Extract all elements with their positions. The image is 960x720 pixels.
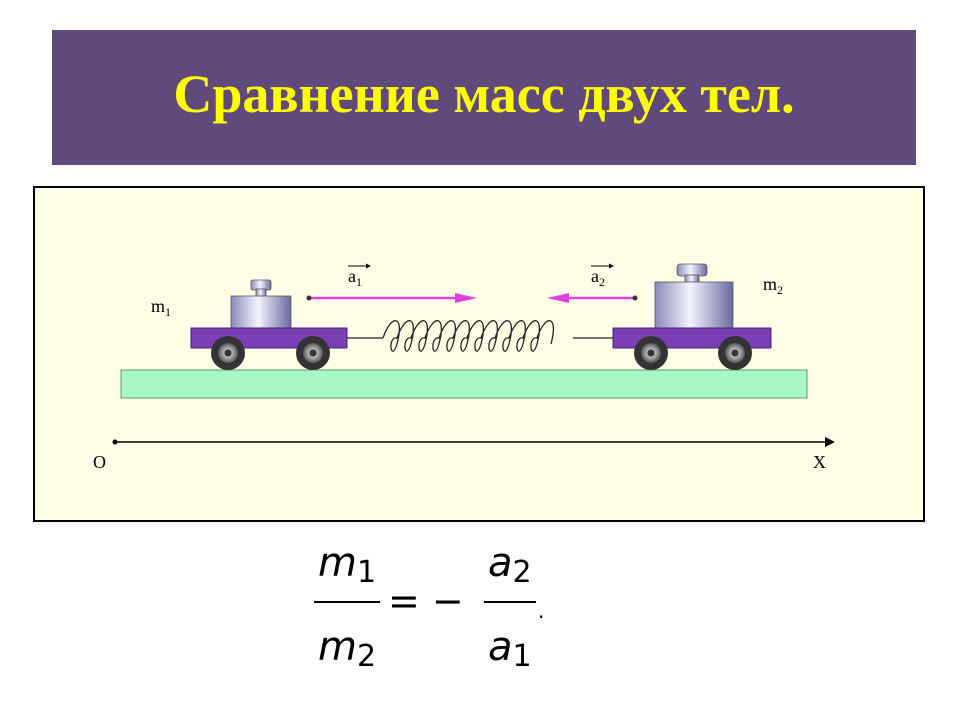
cart-1-wheel-right-hub: [309, 349, 317, 357]
cart-2-weight-knob: [676, 263, 708, 277]
cart-2-wheel-right-hub: [731, 349, 739, 357]
formula-numerator-right: a2: [488, 540, 532, 590]
cart-1-weight-knob: [250, 279, 272, 291]
title-bar: Сравнение масс двух тел.: [52, 30, 916, 165]
accel-2-overline-head: [609, 263, 614, 269]
slide-title: Сравнение масс двух тел.: [173, 64, 795, 124]
mass-ratio-formula: m1 m2 = − a2 a1 .: [300, 528, 580, 708]
arrow-1-head: [455, 293, 477, 303]
formula-end-mark: .: [538, 599, 544, 623]
mass-2-label: m2: [763, 274, 783, 297]
x-axis-label: X: [813, 452, 826, 472]
arrow-2-head: [547, 293, 569, 303]
accel-1-overline-head: [366, 263, 371, 269]
cart-1: [190, 279, 348, 370]
acceleration-1-vector-mark: [348, 263, 371, 269]
formula-operator: = −: [388, 579, 464, 623]
formula-denominator-left: m2: [318, 624, 376, 674]
cart-2-wheel-left-hub: [647, 349, 655, 357]
spring: [347, 320, 613, 352]
cart-1-weight: [230, 295, 292, 329]
diagram-frame: O X m1: [33, 186, 925, 522]
acceleration-arrow-1: [306, 293, 477, 303]
acceleration-arrow-2: [547, 293, 638, 303]
origin-label: O: [93, 452, 106, 472]
formula-numerator-left: m1: [318, 540, 376, 590]
x-axis-arrowhead: [825, 437, 835, 447]
acceleration-1-label: a1: [348, 266, 362, 289]
arrow-1-tail-dot: [306, 295, 312, 301]
spring-coil: [382, 320, 555, 352]
acceleration-2-label: a2: [591, 266, 605, 289]
formula-denominator-right: a1: [488, 624, 532, 674]
cart-2-weight: [654, 281, 734, 329]
mass-1-label: m1: [151, 296, 171, 319]
arrow-2-tail-dot: [632, 295, 638, 301]
cart-spring-diagram: O X m1: [93, 263, 835, 472]
cart-2: [612, 263, 772, 370]
track: [120, 369, 808, 399]
formula-svg: m1 m2 = − a2 a1 .: [314, 540, 544, 674]
origin-point: [112, 439, 118, 445]
cart-1-wheel-left-hub: [224, 349, 232, 357]
acceleration-2-vector-mark: [591, 263, 614, 269]
